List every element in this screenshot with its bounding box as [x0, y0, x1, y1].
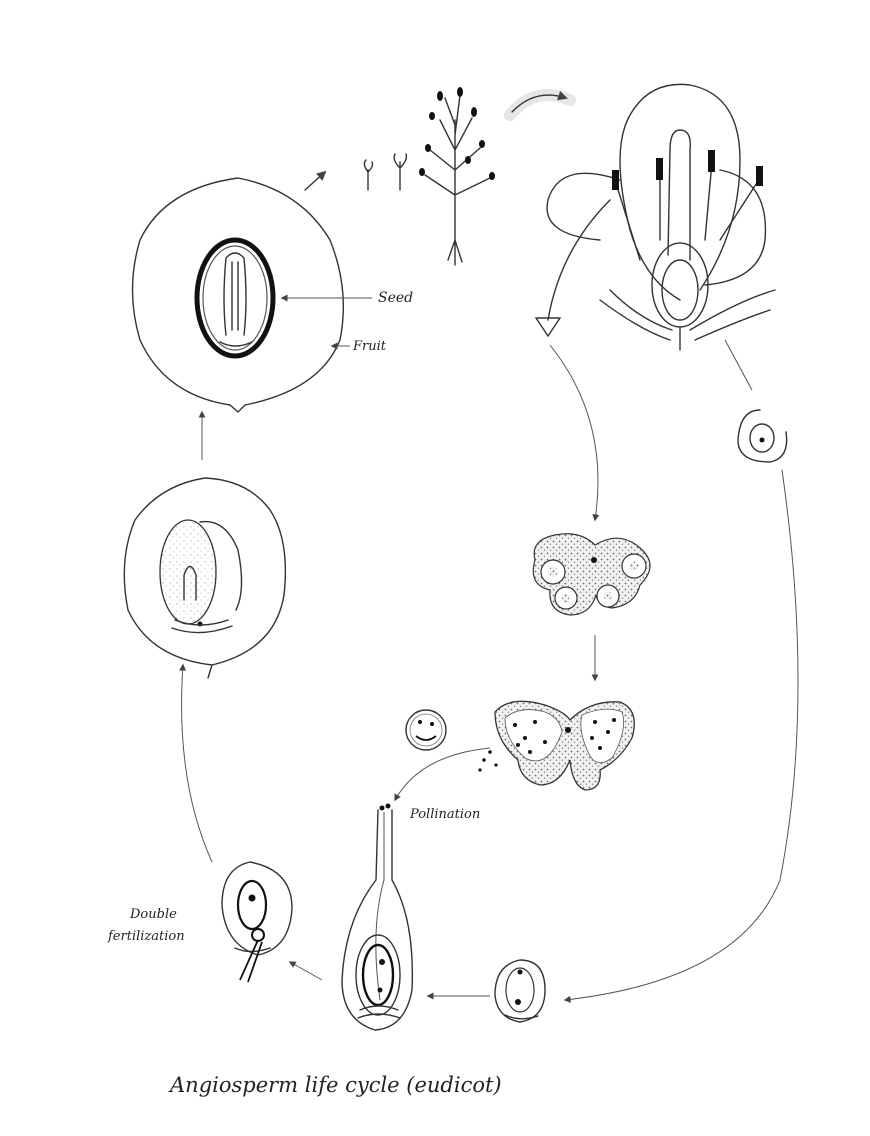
anther-mature — [478, 700, 635, 791]
fruit-label: Fruit — [352, 339, 387, 354]
ovule-right — [737, 409, 788, 463]
pollination-label: Pollination — [409, 807, 480, 822]
seedlings — [363, 153, 408, 191]
anther-arrow-head — [534, 317, 562, 338]
double-fertilization-label-line2: fertilization — [107, 929, 185, 944]
fruit — [131, 177, 345, 413]
flower-to-ovule-arrow — [724, 339, 753, 391]
embryo-sac — [494, 959, 546, 1023]
ovule-to-embryo-sac-arrow — [563, 469, 799, 1003]
double-fertilization-ovule — [221, 861, 293, 983]
fruit-to-seedling-arrow — [304, 170, 327, 191]
pollen-grain — [405, 709, 447, 751]
developing-seed — [123, 477, 287, 679]
flower-to-anther-arrow — [549, 344, 600, 522]
pistil-to-fertilization-arrow — [288, 961, 323, 981]
seed-label: Seed — [378, 290, 413, 306]
flower — [546, 83, 776, 351]
mature-plant — [419, 87, 495, 266]
pollination-arrow — [394, 747, 491, 802]
pistil — [341, 803, 414, 1031]
anther-arrow-outline — [547, 199, 611, 321]
fertilization-to-developing-seed-arrow — [179, 663, 213, 863]
diagram-caption: Angiosperm life cycle (eudicot) — [168, 1073, 502, 1097]
anther-young — [532, 533, 651, 616]
plant-to-flower-arrow-outline — [511, 90, 568, 113]
double-fertilization-label-line1: Double — [129, 907, 177, 922]
